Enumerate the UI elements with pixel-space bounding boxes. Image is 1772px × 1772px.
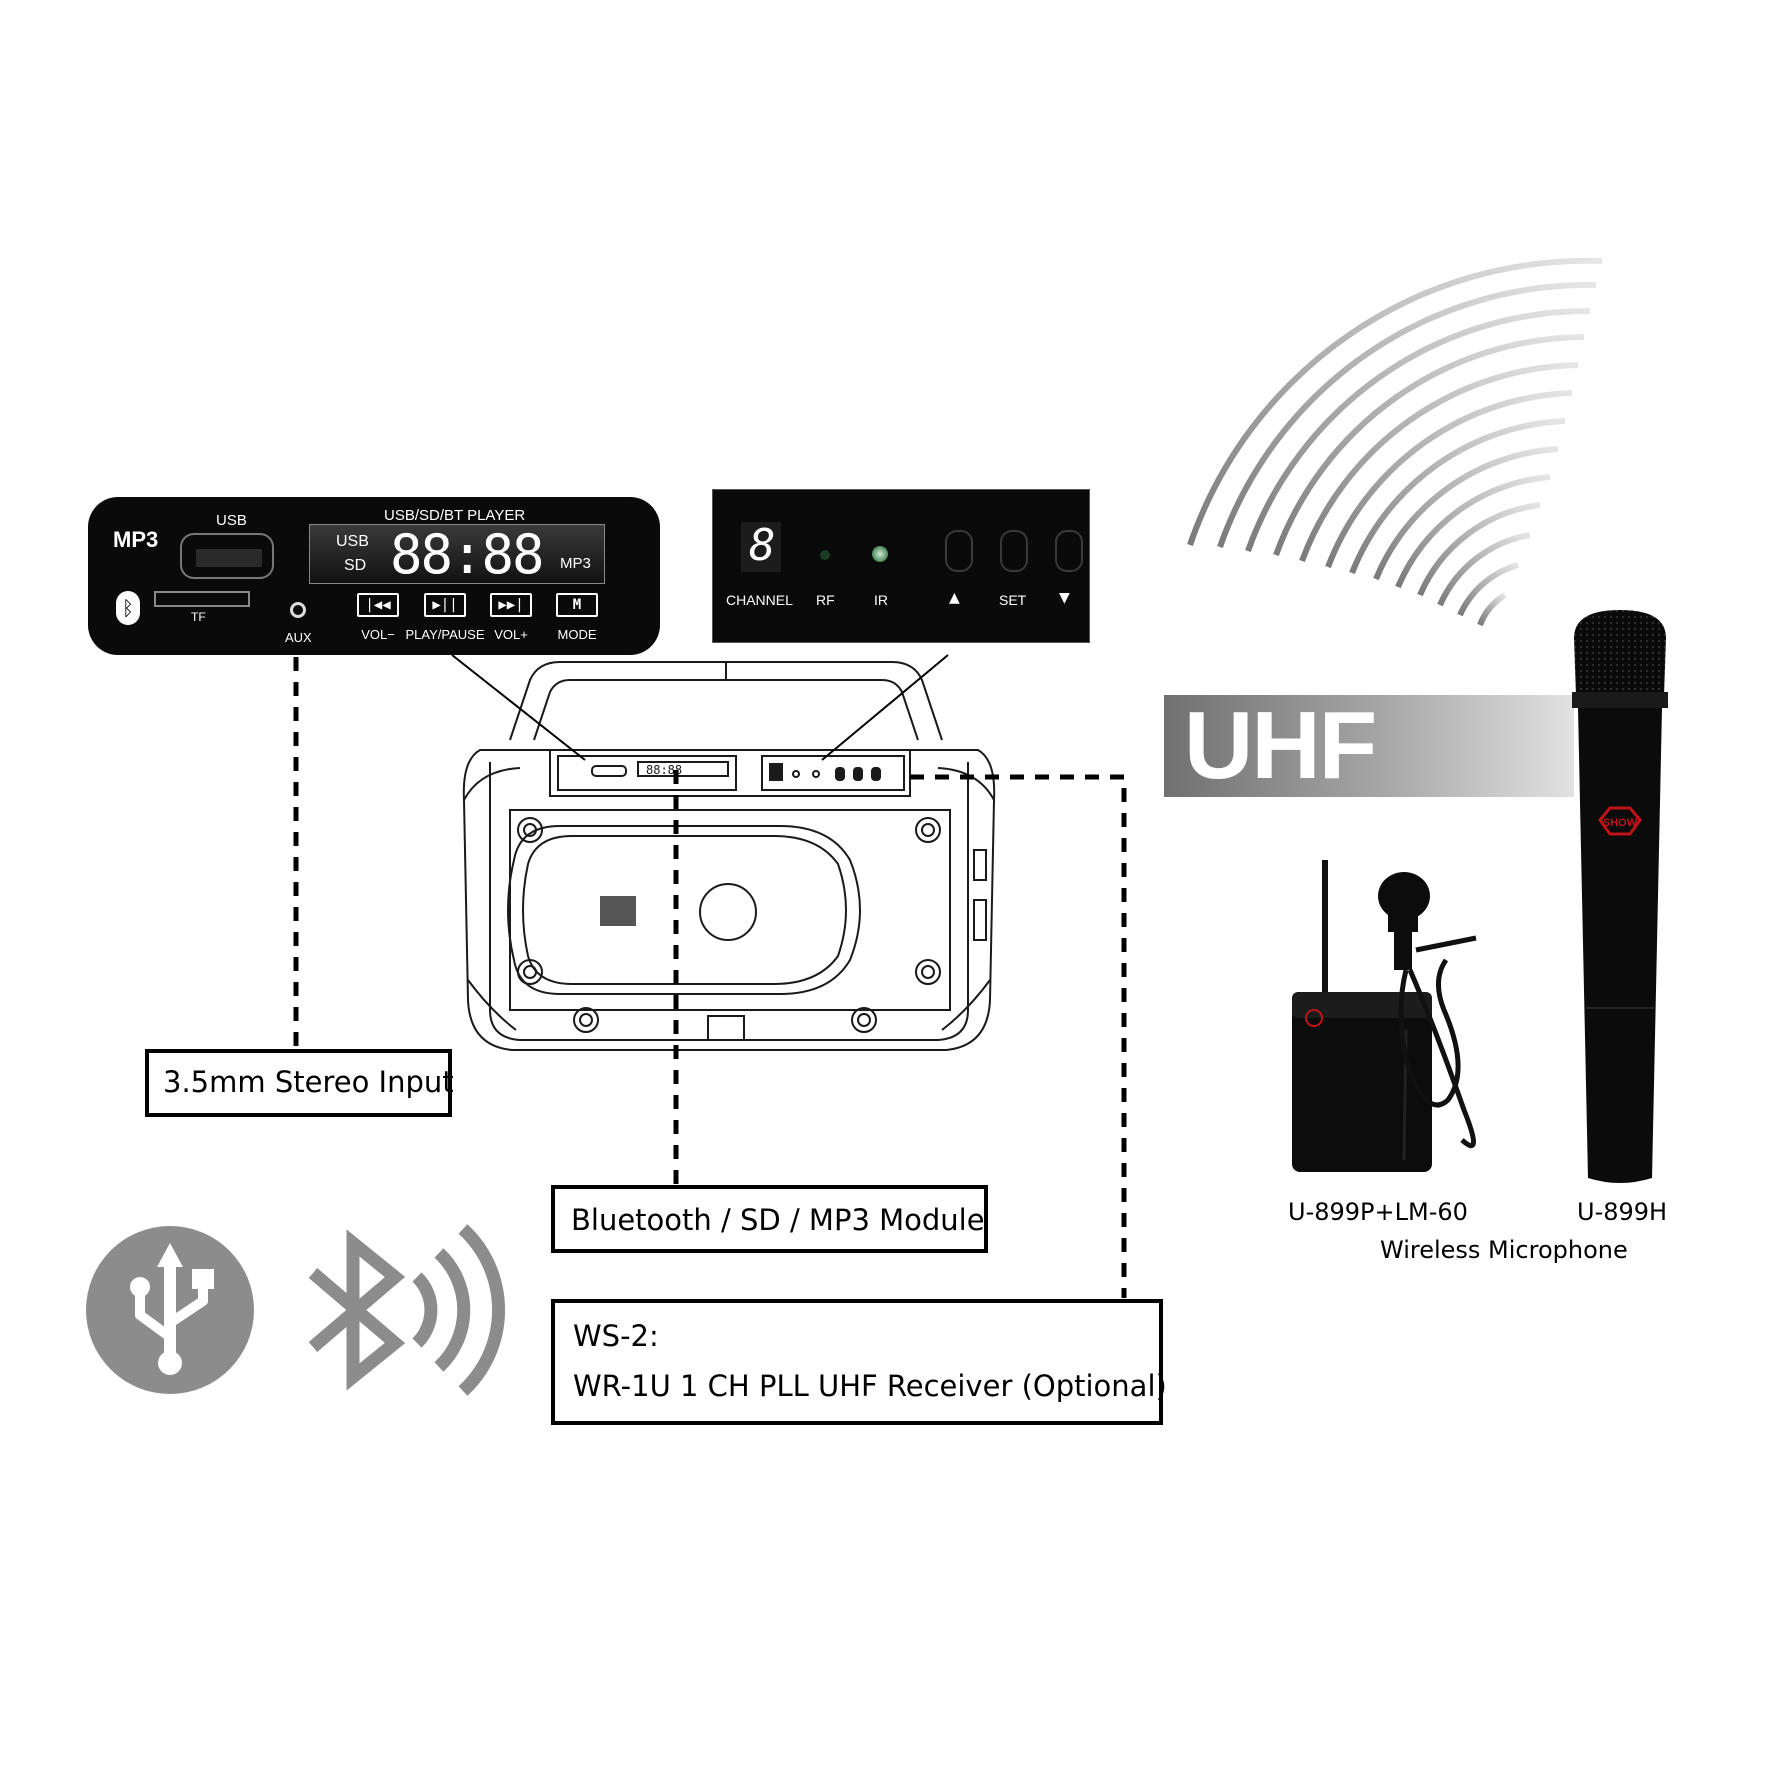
bt-module-callout: Bluetooth / SD / MP3 Module (551, 1185, 988, 1253)
up-arrow-icon: ▲ (949, 590, 960, 606)
vol-up-caption: VOL+ (494, 627, 528, 642)
display-mp3: MP3 (560, 555, 591, 572)
player-title: USB/SD/BT PLAYER (384, 507, 526, 524)
bluetooth-icon: ᛒ (116, 591, 140, 625)
show-brand-logo: SHOW (1598, 806, 1642, 836)
set-label: SET (999, 592, 1027, 608)
next-vol-up-button[interactable]: ▶▶| (490, 593, 532, 617)
prev-vol-down-button[interactable]: |◀◀ (357, 593, 399, 617)
ws2-receiver-callout: WS-2: WR-1U 1 CH PLL UHF Receiver (Optio… (551, 1299, 1167, 1425)
play-pause-button[interactable]: ▶|| (424, 593, 466, 617)
wireless-mic-caption: Wireless Microphone (1380, 1236, 1628, 1264)
svg-text:88:88: 88:88 (646, 763, 682, 777)
ws2-label-line2: WR-1U 1 CH PLL UHF Receiver (Optional) (573, 1369, 1167, 1403)
mp3-label: MP3 (113, 527, 159, 552)
down-button[interactable] (1055, 530, 1083, 572)
uhf-banner-text: UHF (1184, 692, 1377, 799)
mode-caption: MODE (557, 627, 597, 642)
uhf-banner: UHF (1164, 692, 1574, 799)
speaker-unit-drawing: 88:88 (462, 661, 996, 1051)
brand-text: SHOW (1603, 817, 1638, 829)
usb-icon (86, 1226, 254, 1394)
stereo-input-callout: 3.5mm Stereo Input (145, 1049, 454, 1117)
vol-down-caption: VOL− (361, 627, 395, 642)
bt-module-label: Bluetooth / SD / MP3 Module (571, 1203, 985, 1237)
up-button[interactable] (945, 530, 973, 572)
channel-digit: 8 (749, 520, 776, 571)
aux-label: AUX (285, 630, 312, 645)
rf-label: RF (816, 592, 835, 608)
display-sd: SD (344, 557, 367, 574)
tf-label: TF (191, 610, 206, 624)
channel-label: CHANNEL (726, 592, 793, 608)
down-arrow-icon: ▼ (1059, 590, 1070, 606)
usb-port (180, 533, 274, 579)
bluetooth-wireless-icon (308, 1224, 505, 1396)
handheld-microphone-image: SHOW (1572, 610, 1668, 1183)
display-usb: USB (336, 533, 369, 550)
uhf-receiver-panel: 8 CHANNEL RF IR ▲ SET ▼ (712, 489, 1090, 643)
ws2-label-line1: WS-2: (573, 1319, 659, 1353)
rf-led (820, 550, 830, 560)
aux-jack (290, 602, 306, 618)
channel-display: 8 (741, 520, 781, 572)
stereo-input-label: 3.5mm Stereo Input (163, 1065, 454, 1099)
set-button[interactable] (1000, 530, 1028, 572)
ir-label: IR (874, 592, 888, 608)
ir-led (872, 546, 888, 562)
play-pause-caption: PLAY/PAUSE (405, 627, 485, 642)
radio-waves-graphic (1187, 257, 1603, 627)
mode-button[interactable]: M (556, 593, 598, 617)
mp3-module-panel: MP3 USB ᛒ TF AUX USB/SD/BT PLAYER USB SD… (88, 497, 660, 655)
display-digits: 88:88 (390, 523, 545, 586)
lcd-display: USB SD 88:88 MP3 (309, 523, 605, 586)
bodypack-transmitter-image (1292, 860, 1477, 1172)
bodypack-model-label: U-899P+LM-60 (1288, 1198, 1468, 1226)
handheld-model-label: U-899H (1577, 1198, 1668, 1226)
tf-card-slot (154, 591, 250, 607)
usb-port-label: USB (216, 512, 247, 529)
